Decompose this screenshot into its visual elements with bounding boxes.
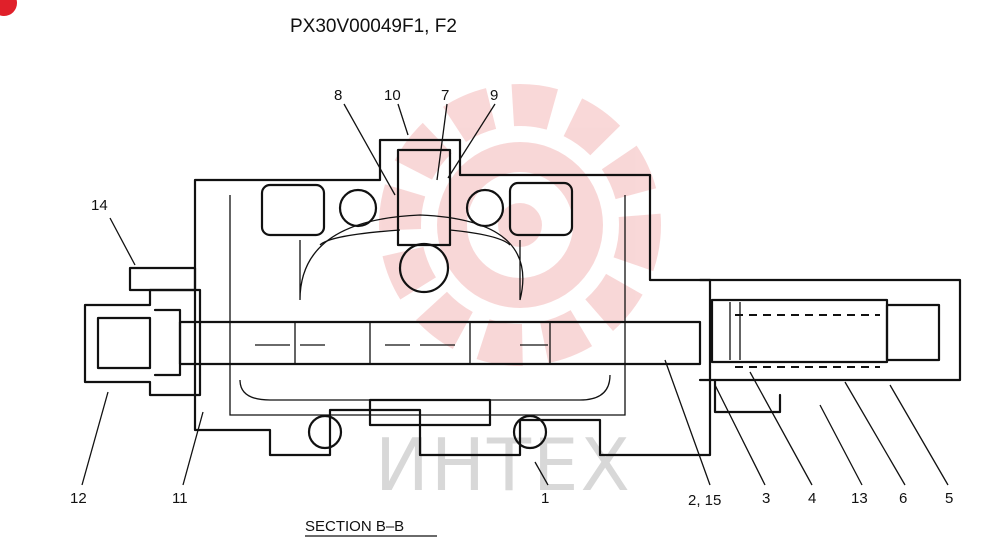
callout-10: 10	[384, 87, 401, 104]
left-end-cap	[83, 266, 202, 397]
corner-badge	[0, 0, 17, 16]
watermark-text: ИНТЕХ	[375, 423, 632, 507]
callout-8: 8	[334, 87, 342, 104]
callout-3: 3	[762, 490, 770, 507]
right-spring-housing	[698, 278, 962, 414]
callout-14: 14	[91, 197, 108, 214]
section-label: SECTION B–B	[305, 518, 404, 535]
callout-11: 11	[172, 490, 188, 507]
callout-2-15: 2, 15	[688, 492, 721, 509]
callout-9: 9	[490, 87, 498, 104]
callout-4: 4	[808, 490, 816, 507]
page-title: PX30V00049F1, F2	[290, 16, 457, 37]
callout-12: 12	[70, 490, 87, 507]
valve-body	[193, 138, 712, 457]
callout-13: 13	[851, 490, 868, 507]
leader-lines	[81, 103, 949, 486]
callout-6: 6	[899, 490, 907, 507]
callout-5: 5	[945, 490, 953, 507]
callout-7: 7	[441, 87, 449, 104]
callout-1: 1	[541, 490, 549, 507]
